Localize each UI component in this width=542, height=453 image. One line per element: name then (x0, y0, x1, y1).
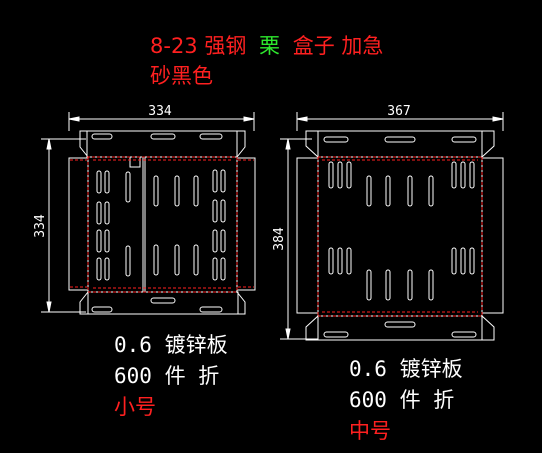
small-part-slots (91, 133, 226, 313)
title-line-2: 砂黑色 (150, 64, 213, 88)
title-code: 8-23 强钢 (150, 34, 247, 58)
medium-material: 0.6 镀锌板 (349, 357, 463, 381)
small-height-dim: 334 (33, 214, 48, 238)
medium-part-dimensions (280, 112, 504, 340)
medium-part-slots (323, 136, 477, 338)
title-line-1: 8-23 强钢 栗 盒子 加急 (150, 30, 383, 62)
medium-quantity: 600 件 折 (349, 388, 455, 412)
title-rest: 盒子 加急 (292, 34, 384, 58)
medium-height-dim: 384 (272, 227, 287, 251)
small-part-dimensions (41, 112, 255, 313)
title-color-word: 栗 (259, 34, 281, 58)
medium-part-fold-lines (317, 156, 483, 317)
small-size-label: 小号 (114, 395, 156, 419)
small-material: 0.6 镀锌板 (114, 333, 228, 357)
medium-width-dim: 367 (387, 104, 410, 119)
medium-size-label: 中号 (349, 419, 391, 443)
small-quantity: 600 件 折 (114, 364, 220, 388)
small-width-dim: 334 (148, 104, 172, 119)
small-part-fold-lines (70, 156, 254, 293)
